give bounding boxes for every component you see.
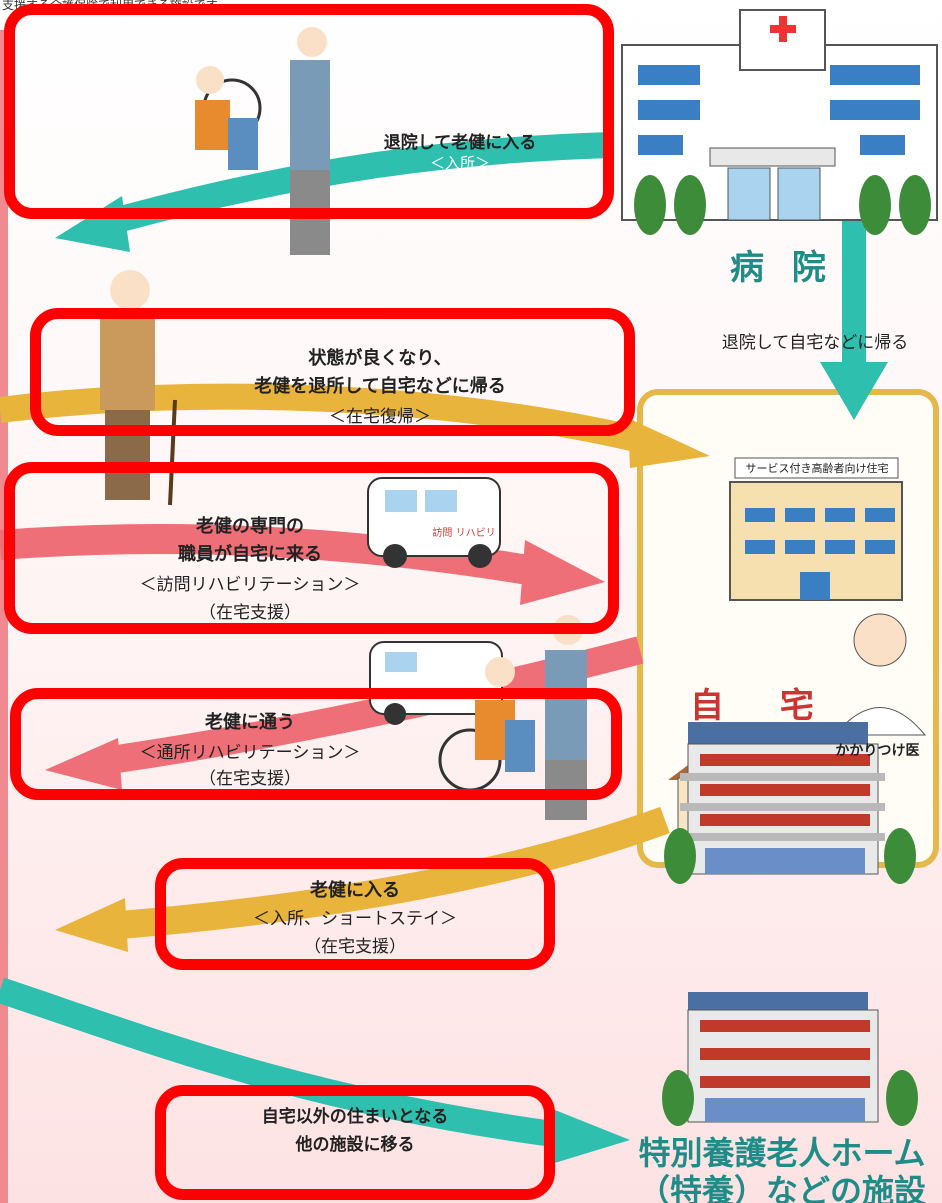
hospital-building <box>621 9 938 235</box>
flow-daycare-line2: ＜通所リハビリテーション＞ <box>139 743 361 763</box>
flow-visit-line4: （在宅支援） <box>199 603 301 623</box>
service-housing-sign: サービス付き高齢者向け住宅 <box>745 462 889 475</box>
flow-admit-line1: 退院して老健に入る <box>383 133 537 153</box>
highlight-frame-other <box>155 1085 555 1200</box>
day-care-arrowhead <box>45 738 122 790</box>
service-housing-building <box>729 457 903 601</box>
highlight-frame-daycare <box>10 688 622 800</box>
facility-building <box>664 722 916 884</box>
flow-daycare-line1: 老健に通う <box>205 712 295 733</box>
visit-van <box>367 477 501 568</box>
flow-other-line1: 自宅以外の住まいとなる <box>261 1107 449 1127</box>
flow-admit-line2: ＜入所＞ <box>429 154 490 172</box>
highlight-frame-admit <box>4 4 614 219</box>
facility-label-line2: （特養）などの施設 <box>637 1172 926 1203</box>
hospital-to-home-label: 退院して自宅などに帰る <box>721 333 909 353</box>
flow-daycare-line3: （在宅支援） <box>199 769 301 789</box>
facility-building-lower <box>662 992 918 1126</box>
flow-shortstay-line1: 老健に入る <box>310 880 400 901</box>
flow-return-line3: ＜在宅復帰＞ <box>329 407 431 427</box>
short-stay-arrowhead <box>55 898 128 952</box>
flow-shortstay-line3: （在宅支援） <box>304 937 406 957</box>
facility-label-line1: 特別養護老人ホーム <box>638 1134 926 1172</box>
home-visit-arrowhead <box>520 540 605 605</box>
walking-man <box>100 270 177 506</box>
hospital-label: 病 院 <box>730 248 834 288</box>
flow-other-line2: 他の施設に移る <box>295 1135 415 1155</box>
admit-arrow <box>106 132 611 235</box>
hospital-home-arrowhead <box>820 362 888 420</box>
flow-shortstay-line2: ＜入所、ショートステイ＞ <box>253 909 457 929</box>
flow-visit-line1: 老健の専門の <box>196 516 304 537</box>
highlight-frame-return <box>30 308 635 436</box>
flow-visit-line2: 職員が自宅に来る <box>178 544 322 565</box>
doctor-label: かかりつけ医 <box>835 743 920 759</box>
left-border-strip <box>0 30 8 1203</box>
other-facility-arrow <box>0 977 562 1148</box>
short-stay-arrow <box>118 806 670 939</box>
highlight-frame-visit <box>4 462 619 634</box>
hospital-home-arrow <box>842 212 866 367</box>
flow-visit-line3: ＜訪問リハビリテーション＞ <box>139 575 361 595</box>
return-home-arrowhead <box>628 418 710 468</box>
flow-return-line2: 老健を退所して自宅などに帰る <box>254 376 506 397</box>
van-text: 訪問 リハビリ <box>432 528 496 539</box>
return-home-arrow <box>0 383 643 453</box>
highlight-frame-shortstay <box>155 858 555 970</box>
flow-return-line1: 状態が良くなり、 <box>308 348 452 369</box>
other-facility-arrowhead <box>548 1108 630 1165</box>
home-label: 自 宅 <box>690 686 836 726</box>
